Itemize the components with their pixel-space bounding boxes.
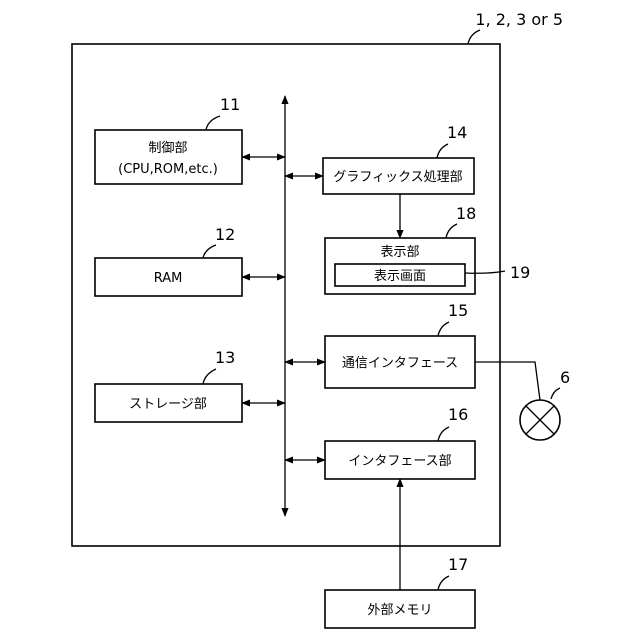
interface-unit-ref: 16 (448, 405, 468, 424)
device-ref-leader (468, 30, 480, 44)
network-ref-leader (551, 388, 560, 399)
screen-ref: 19 (510, 263, 530, 282)
external-memory-label: 外部メモリ (367, 603, 432, 618)
external-memory-ref-leader (438, 576, 449, 590)
device-ref-label: 1, 2, 3 or 5 (475, 10, 563, 29)
comm-interface-label: 通信インタフェース (342, 356, 458, 371)
display-label: 表示部 (380, 245, 419, 260)
graphics-label: グラフィックス処理部 (333, 170, 462, 185)
control-unit-sublabel: (CPU,ROM,etc.) (118, 162, 218, 177)
ram-ref: 12 (215, 225, 235, 244)
control-unit-label: 制御部 (148, 141, 187, 156)
storage-ref: 13 (215, 348, 235, 367)
external-memory-ref: 17 (448, 555, 468, 574)
graphics-ref: 14 (447, 123, 467, 142)
display-ref: 18 (456, 204, 476, 223)
ram-label: RAM (154, 271, 183, 286)
screen-label: 表示画面 (374, 269, 426, 284)
interface-unit-label: インタフェース部 (348, 454, 451, 469)
comm-interface-ref: 15 (448, 301, 468, 320)
storage-label: ストレージ部 (129, 397, 207, 412)
control-unit-ref: 11 (220, 95, 240, 114)
network-ref: 6 (560, 368, 570, 387)
